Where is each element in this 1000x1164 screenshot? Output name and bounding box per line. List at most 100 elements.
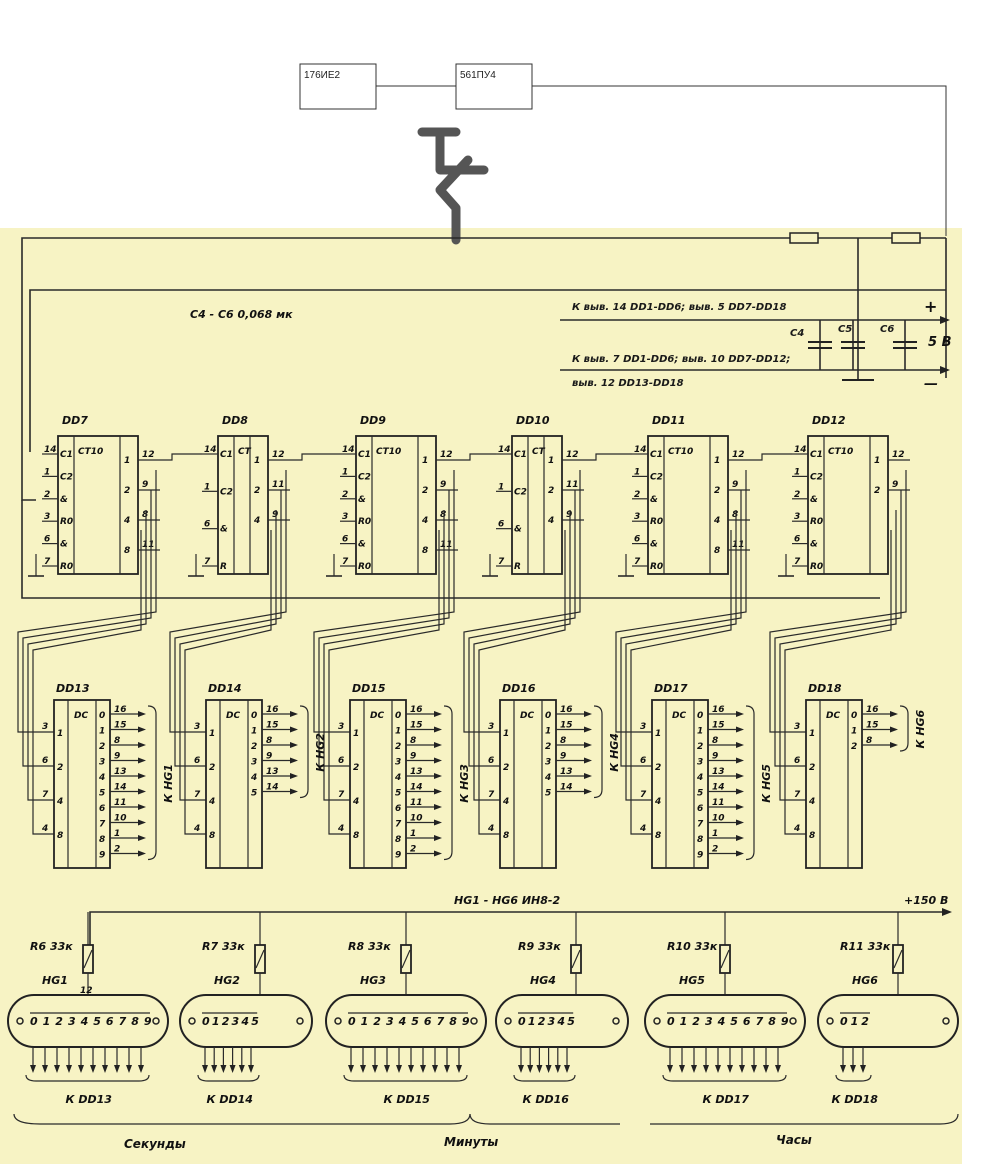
arrow-icon	[384, 1065, 390, 1073]
pin-number: 6	[338, 756, 344, 766]
arrow-icon	[138, 850, 146, 857]
pin-function: R0	[650, 562, 663, 572]
pin-number: 9	[266, 752, 272, 762]
pin-function: 1	[422, 456, 428, 466]
pin-number: 12	[566, 450, 579, 460]
pin-number: 9	[114, 752, 120, 762]
resistor-label: R9 33к	[518, 940, 561, 953]
pin-number: 7	[498, 557, 505, 567]
tube-bracket	[662, 1074, 787, 1082]
chip-body	[805, 699, 863, 869]
arrow-icon	[372, 1065, 378, 1073]
tube-target: К DD16	[523, 1093, 570, 1106]
pin-number: 6	[634, 535, 640, 545]
pin-number: 16	[114, 705, 127, 715]
arrow-icon	[434, 850, 442, 857]
pin-number: 1	[634, 467, 640, 477]
pin-function: 2	[99, 742, 105, 752]
bus-wire	[779, 510, 897, 801]
pin-number: 4	[793, 824, 800, 834]
bracket-hours	[650, 1113, 959, 1125]
chip-body	[807, 435, 889, 575]
pin-number: 4	[193, 824, 200, 834]
arrow-icon	[564, 1065, 570, 1073]
pin-function: 2	[251, 742, 257, 752]
pin-function: 2	[503, 763, 509, 773]
arrow-icon	[138, 835, 146, 841]
decoder-dd13: DD13DC3162744801611528394135146117108192…	[41, 682, 175, 869]
arrow-icon	[290, 773, 298, 779]
bus-wire	[169, 470, 287, 733]
pin-number: 9	[560, 752, 566, 762]
arrow-icon	[736, 773, 744, 779]
pin-number: 11	[732, 540, 745, 550]
arrow-icon	[42, 1065, 48, 1073]
pin-function: 2	[124, 486, 130, 496]
pin-function: R	[220, 562, 227, 572]
pin-function: 8	[422, 546, 428, 556]
pin-number: 12	[732, 450, 745, 460]
pin-number: 3	[194, 722, 200, 732]
pin-number: 9	[410, 752, 416, 762]
resistor-mark	[401, 949, 411, 969]
pin-function: 1	[714, 456, 720, 466]
pin-function: 8	[395, 835, 401, 845]
arrow-icon	[518, 1065, 524, 1073]
pin-function: 5	[251, 789, 257, 799]
tube-bracket	[343, 1074, 468, 1082]
arrow-icon	[456, 1065, 462, 1073]
chip-name: DD10	[516, 414, 550, 427]
tube-digits: 0123456789	[667, 1015, 794, 1028]
chip-name: DD14	[208, 682, 242, 695]
pin-number: 12	[440, 450, 453, 460]
pin-number: 10	[712, 814, 725, 824]
pin-number: 8	[440, 510, 446, 520]
arrow-icon	[736, 788, 744, 795]
bus-wire	[473, 510, 571, 801]
chip-name: DD8	[222, 414, 248, 427]
pin-number: 10	[410, 814, 423, 824]
pin-number: 7	[42, 790, 49, 800]
pin-function: 4	[56, 797, 63, 807]
arrow-icon	[202, 1065, 208, 1073]
resistor-mark	[83, 949, 93, 969]
arrow-icon	[360, 1065, 366, 1073]
pin-number: 6	[498, 520, 504, 530]
arrow-icon	[434, 742, 442, 748]
arrow-icon	[114, 1065, 120, 1073]
output-bracket	[299, 705, 309, 799]
pin-function: 5	[99, 789, 105, 799]
pin-number: 1	[44, 467, 50, 477]
chip-name: DD16	[502, 682, 536, 695]
arrow-icon	[736, 835, 744, 841]
pin-number: 14	[560, 783, 573, 793]
pin-function: 8	[714, 546, 720, 556]
tube-key-icon	[653, 1017, 661, 1025]
arrow-icon	[444, 1065, 450, 1073]
pin-function: 1	[697, 727, 703, 737]
pin-function: &	[60, 495, 68, 505]
capacitor-note: С4 - С6 0,068 мк	[190, 308, 293, 321]
pin-number: 12	[142, 450, 155, 460]
arrow-icon	[736, 711, 744, 717]
pin-function: 7	[99, 820, 106, 830]
pin-number: 7	[194, 790, 201, 800]
chip-name: DD18	[808, 682, 842, 695]
pin-function: 1	[545, 727, 551, 737]
tube-name: НG1	[42, 974, 68, 987]
arrow-icon	[66, 1065, 72, 1073]
chip-type: DC	[74, 711, 88, 721]
break-mark-icon	[417, 127, 489, 245]
pin-function: 6	[395, 804, 401, 814]
pin-number: 14	[794, 445, 807, 455]
pin-function: 2	[353, 763, 359, 773]
pin-function: 2	[209, 763, 215, 773]
chip-body	[499, 699, 557, 869]
decoder-dd17: DD17DC3162744801611528394135146117108192…	[639, 682, 773, 869]
arrow-icon	[751, 1065, 757, 1073]
bus-wire	[625, 510, 737, 801]
pin-function: 0	[99, 711, 105, 721]
